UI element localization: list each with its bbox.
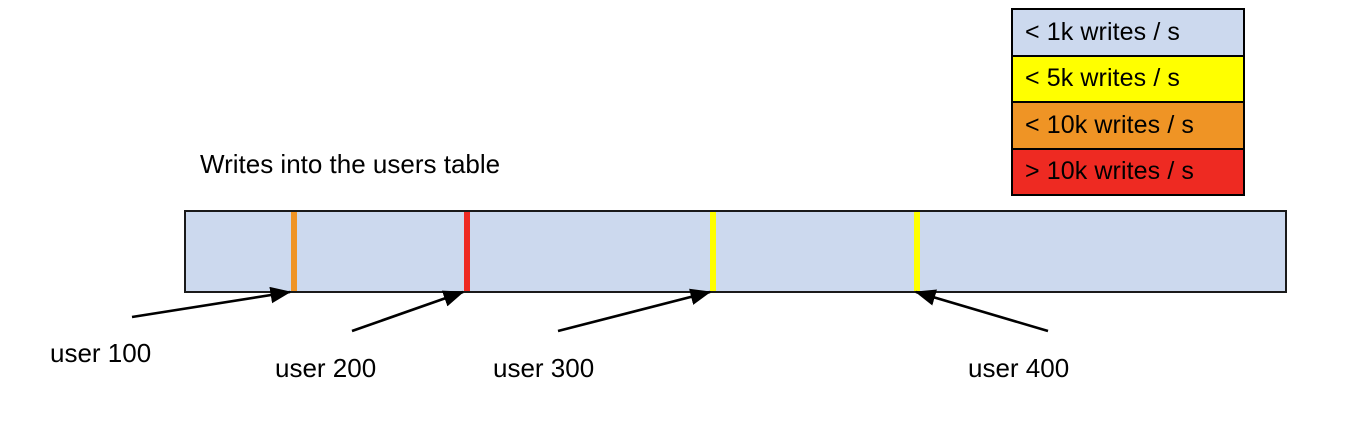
legend-row-1: < 1k writes / s xyxy=(1013,10,1243,57)
legend-row-label: < 10k writes / s xyxy=(1025,110,1195,139)
user-boundary-label: user 400 xyxy=(968,353,1070,383)
arrow-user-200 xyxy=(351,290,465,333)
arrow-user-300 xyxy=(557,288,712,333)
legend-row-label: < 1k writes / s xyxy=(1025,17,1181,46)
arrow-user-100 xyxy=(131,286,292,319)
legend-row-4: > 10k writes / s xyxy=(1013,149,1243,194)
legend-row-label: > 10k writes / s xyxy=(1025,157,1195,186)
users-table-bar xyxy=(184,210,1287,293)
user-boundary-label: user 200 xyxy=(275,353,377,383)
user-boundary-label: user 100 xyxy=(50,338,152,368)
arrow-user-400 xyxy=(914,289,1049,333)
user-boundary-label: user 300 xyxy=(493,353,595,383)
red-stripe xyxy=(464,212,470,291)
yellow-stripe-1 xyxy=(710,212,716,291)
page-title: Writes into the users table xyxy=(200,149,501,179)
legend-row-2: < 5k writes / s xyxy=(1013,56,1243,103)
yellow-stripe-2 xyxy=(914,212,920,291)
legend-row-3: < 10k writes / s xyxy=(1013,103,1243,150)
orange-stripe xyxy=(291,212,297,291)
legend-row-label: < 5k writes / s xyxy=(1025,64,1181,93)
legend: < 1k writes / s < 5k writes / s < 10k writ… xyxy=(1011,8,1245,196)
